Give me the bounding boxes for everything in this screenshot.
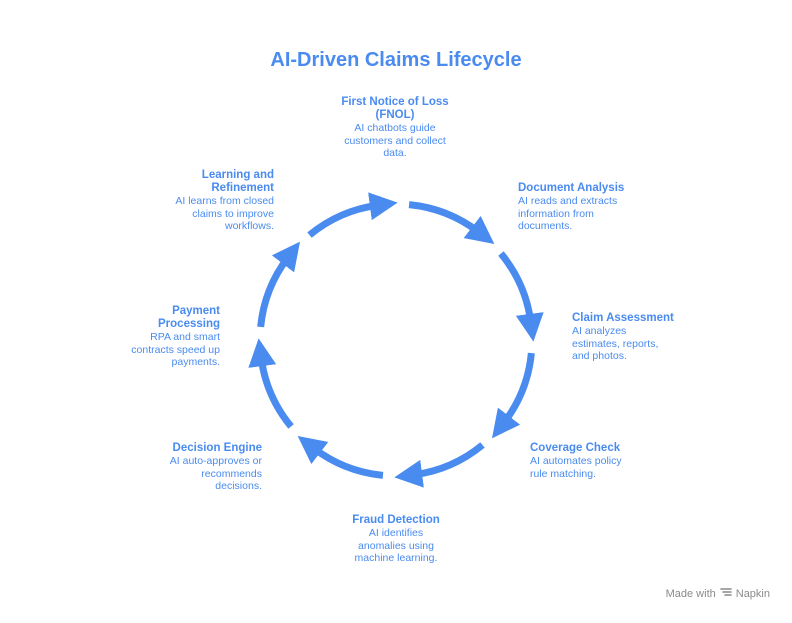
step-fraud-detection: Fraud Detection AI identifies anomalies … bbox=[340, 514, 452, 565]
step-fnol: First Notice of Loss (FNOL) AI chatbots … bbox=[336, 96, 454, 160]
step-title: Fraud Detection bbox=[352, 514, 440, 526]
cycle-arrow bbox=[408, 201, 495, 245]
step-document-analysis: Document Analysis AI reads and extracts … bbox=[518, 182, 643, 233]
step-decision-engine: Decision Engine AI auto-approves or reco… bbox=[146, 442, 262, 493]
step-learning-refinement: Learning and Refinement AI learns from c… bbox=[160, 169, 274, 233]
step-payment-processing: Payment Processing RPA and smart contrac… bbox=[120, 305, 220, 369]
step-title: First Notice of Loss (FNOL) bbox=[341, 96, 449, 121]
footer-brand: Napkin bbox=[735, 587, 770, 600]
step-description: AI chatbots guide customers and collect … bbox=[344, 122, 446, 159]
step-description: AI reads and extracts information from d… bbox=[518, 195, 618, 232]
cycle-arrow bbox=[394, 442, 485, 488]
step-description: AI auto-approves or recommends decisions… bbox=[169, 455, 262, 492]
cycle-arrows bbox=[248, 192, 544, 488]
cycle-arrow bbox=[491, 352, 535, 439]
step-title: Decision Engine bbox=[172, 442, 262, 454]
cycle-arrow bbox=[248, 338, 294, 429]
step-title: Claim Assessment bbox=[572, 312, 674, 324]
step-description: AI automates policy rule matching. bbox=[530, 455, 622, 480]
step-title: Coverage Check bbox=[530, 442, 621, 454]
step-title: Document Analysis bbox=[518, 182, 625, 194]
diagram-title: AI-Driven Claims Lifecycle bbox=[270, 49, 522, 71]
cycle-arrow bbox=[307, 192, 398, 238]
step-description: AI analyzes estimates, reports, and phot… bbox=[572, 325, 659, 362]
cycle-arrow bbox=[498, 251, 544, 342]
step-description: AI identifies anomalies using machine le… bbox=[354, 527, 438, 564]
step-description: RPA and smart contracts speed up payment… bbox=[131, 331, 220, 368]
footer-prefix: Made with bbox=[665, 587, 716, 600]
step-claim-assessment: Claim Assessment AI analyzes estimates, … bbox=[572, 312, 692, 363]
step-title: Learning and Refinement bbox=[201, 169, 274, 194]
cycle-arrow bbox=[257, 241, 301, 328]
step-coverage-check: Coverage Check AI automates policy rule … bbox=[530, 442, 640, 480]
cycle-arrow bbox=[297, 435, 384, 479]
made-with-napkin: Made with Napkin bbox=[666, 586, 770, 601]
step-description: AI learns from closed claims to improve … bbox=[175, 195, 274, 232]
step-title: Payment Processing bbox=[158, 305, 220, 330]
napkin-logo-icon bbox=[719, 586, 732, 601]
